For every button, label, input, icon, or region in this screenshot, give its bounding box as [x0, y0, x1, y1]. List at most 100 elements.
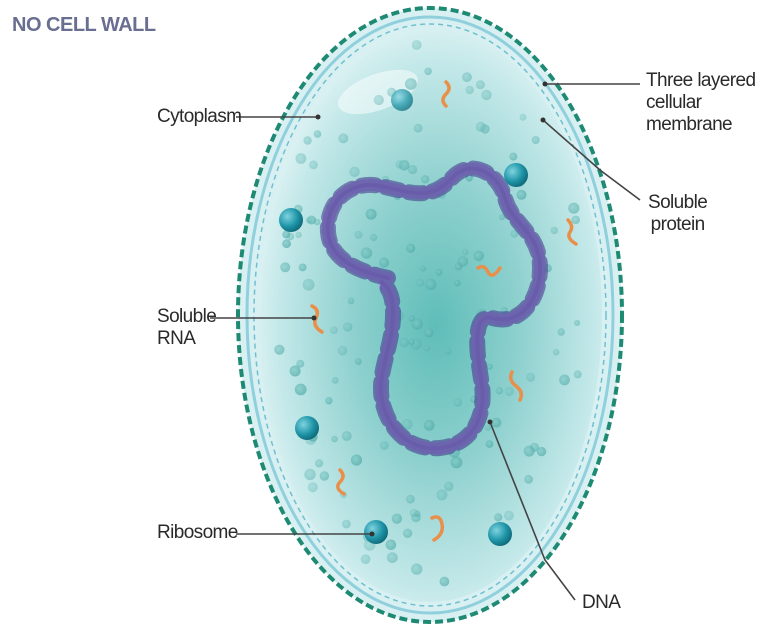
soluble-protein-dot	[309, 160, 318, 169]
soluble-protein-dot	[392, 514, 402, 524]
soluble-protein-dot	[485, 425, 491, 431]
soluble-protein-dot	[338, 133, 348, 143]
soluble-protein-dot	[424, 328, 433, 337]
soluble-protein-dot	[520, 114, 527, 121]
soluble-protein-dot	[320, 471, 329, 480]
soluble-protein-dot	[307, 216, 316, 225]
soluble-protein-dot	[496, 387, 504, 395]
ribosome	[391, 89, 413, 111]
soluble-protein-dot	[296, 153, 307, 164]
soluble-protein-dot	[331, 436, 338, 443]
ribosome	[488, 522, 512, 546]
soluble-protein-dot	[424, 420, 435, 431]
soluble-protein-dot	[355, 358, 362, 365]
soluble-protein-dot	[387, 552, 398, 563]
soluble-protein-dot	[466, 86, 474, 94]
soluble-protein-dot	[454, 280, 461, 287]
soluble-protein-dot	[412, 318, 423, 329]
soluble-protein-dot	[494, 513, 502, 521]
soluble-protein-dot	[425, 279, 436, 290]
soluble-protein-dot	[509, 153, 517, 161]
soluble-protein-dot	[504, 511, 514, 521]
soluble-protein-dot	[379, 258, 389, 268]
soluble-protein-dot	[274, 345, 284, 355]
soluble-protein-dot	[304, 469, 315, 480]
soluble-protein-dot	[349, 167, 359, 177]
soluble-protein-dot	[571, 216, 580, 225]
dna-label: DNA	[582, 592, 620, 614]
soluble-protein-dot	[440, 577, 450, 587]
soluble-protein-dot	[526, 373, 535, 382]
soluble-protein-dot	[342, 520, 351, 529]
soluble-protein-dot	[280, 262, 290, 272]
page-title: NO CELL WALL	[12, 14, 156, 37]
soluble-protein-dot	[476, 122, 486, 132]
soluble-protein-dot	[458, 256, 469, 267]
ribosome-label: Ribosome	[157, 522, 238, 544]
soluble-protein-dot	[342, 431, 352, 441]
ribosome	[279, 208, 303, 232]
soluble-protein-dot	[424, 345, 431, 352]
soluble-protein-dot	[338, 346, 348, 356]
soluble-protein-dot	[399, 337, 409, 347]
ribosome	[295, 416, 319, 440]
soluble-protein-dot	[559, 375, 570, 386]
soluble-protein-dot	[406, 244, 415, 253]
soluble-protein-dot	[416, 279, 424, 287]
soluble-protein-dot	[414, 511, 421, 518]
soluble-protein-dot	[421, 175, 429, 183]
cytoplasm	[258, 28, 602, 602]
soluble-protein-dot	[553, 349, 560, 356]
soluble-protein-dot	[282, 239, 291, 248]
soluble-protein-dot	[473, 251, 484, 262]
soluble-protein-dot	[444, 482, 453, 491]
soluble-protein-dot	[558, 328, 565, 335]
soluble-protein-dot	[403, 529, 412, 538]
soluble-protein-dot	[491, 418, 501, 428]
soluble-protein-dot	[399, 160, 410, 171]
soluble-protein-dot	[537, 447, 546, 456]
soluble-protein-dot	[411, 563, 422, 574]
soluble-protein-dot	[330, 326, 338, 334]
dna-label-text: DNA	[582, 592, 620, 614]
soluble-protein-dot	[462, 249, 469, 256]
soluble-protein-dot	[532, 136, 540, 144]
soluble-protein-dot	[524, 446, 535, 457]
soluble-protein-dot	[574, 370, 582, 378]
soluble-protein-dot	[551, 227, 558, 234]
soluble-protein-dot	[361, 247, 372, 258]
cytoplasm-label-text: Cytoplasm	[157, 106, 241, 128]
soluble-protein-dot	[295, 232, 301, 238]
ribosome	[364, 520, 388, 544]
rna-label: Soluble RNA	[157, 306, 216, 350]
soluble-protein-dot	[351, 455, 362, 466]
soluble-protein-dot	[505, 387, 514, 396]
ribosome	[504, 163, 528, 187]
soluble-protein-dot	[453, 398, 462, 407]
soluble-protein-dot	[361, 554, 371, 564]
soluble-protein-dot	[354, 231, 362, 239]
soluble-protein-dot	[424, 68, 432, 76]
soluble-protein-dot	[348, 298, 355, 305]
soluble-protein-dot	[315, 459, 323, 467]
rna-label-line1: Soluble	[157, 306, 216, 328]
ribosome-label-text: Ribosome	[157, 522, 238, 544]
soluble-protein-dot	[405, 78, 417, 90]
cytoplasm-label: Cytoplasm	[157, 106, 241, 128]
cell-body	[238, 8, 622, 622]
soluble-protein-dot	[303, 279, 315, 291]
soluble-protein-dot	[436, 489, 447, 500]
soluble-protein-dot	[314, 130, 322, 138]
soluble-protein-dot	[462, 72, 472, 82]
soluble-protein-dot	[445, 348, 452, 355]
soluble-protein-dot	[366, 209, 377, 220]
soluble-protein-dot	[486, 440, 494, 448]
soluble-protein-dot	[574, 320, 580, 326]
soluble-protein-dot	[412, 40, 422, 50]
soluble-protein-dot	[299, 264, 307, 272]
soluble-protein-dot	[325, 397, 332, 404]
soluble-protein-dot	[303, 136, 311, 144]
soluble-protein-dot	[451, 457, 463, 469]
soluble-protein-dot	[406, 495, 415, 504]
soluble-protein-dot	[436, 269, 443, 276]
